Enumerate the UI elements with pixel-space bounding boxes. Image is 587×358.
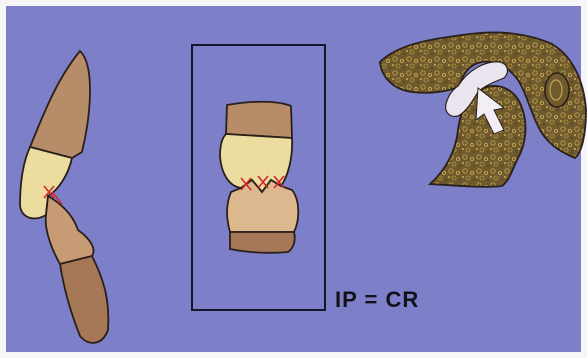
- misaligned-teeth: [20, 51, 108, 343]
- formula-label: IP = CR: [335, 287, 419, 313]
- ear-canal: [545, 73, 569, 107]
- aligned-teeth: [192, 45, 325, 310]
- lower-tooth-middle: [227, 180, 298, 253]
- condyle-in-fossa: [380, 32, 586, 186]
- lower-tooth-left: [46, 196, 109, 343]
- upper-tooth-left: [20, 51, 90, 218]
